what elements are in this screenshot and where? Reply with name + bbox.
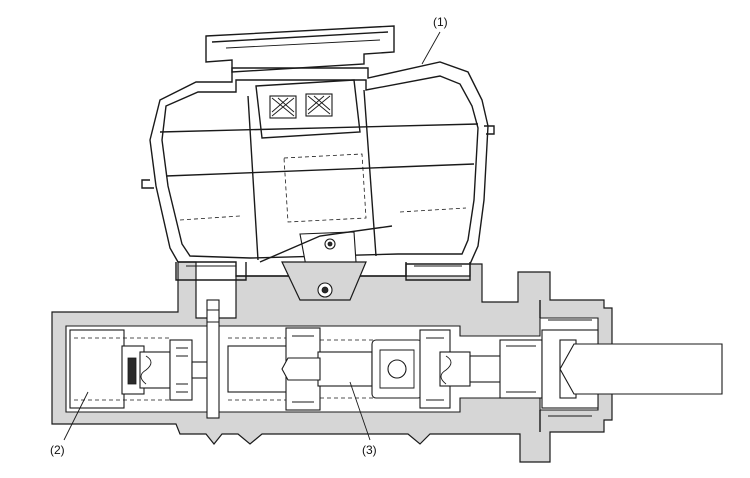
push-rod xyxy=(541,319,723,417)
leader-secondary-piston xyxy=(63,391,89,441)
leader-lines xyxy=(63,31,441,441)
inlet-port-pin xyxy=(206,299,220,419)
secondary-piston xyxy=(69,329,211,409)
leader-primary-piston xyxy=(349,381,371,441)
callout-primary-piston: (3) xyxy=(362,443,377,457)
leader-reservoir xyxy=(421,31,441,65)
callout-reservoir: (1) xyxy=(433,15,448,29)
reservoir xyxy=(141,25,495,301)
callout-secondary-piston: (2) xyxy=(50,443,65,457)
primary-piston xyxy=(227,327,543,411)
